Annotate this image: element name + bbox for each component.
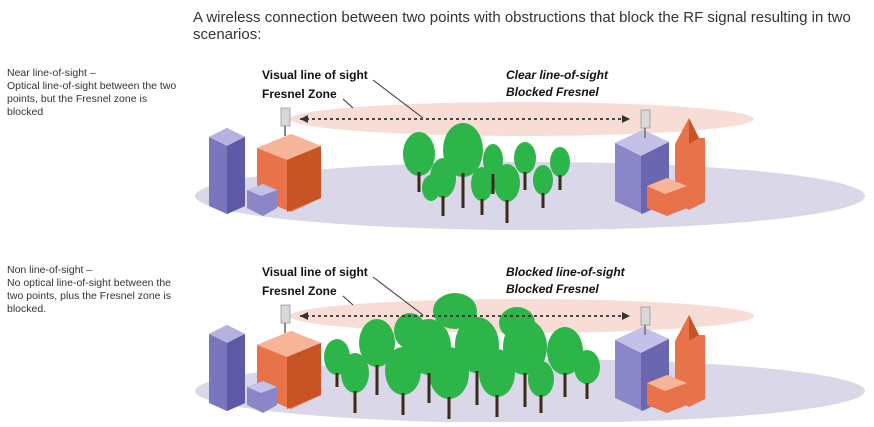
- left-antenna: [280, 304, 291, 324]
- nlos-scene: Visual line of sight Fresnel Zone Blocke…: [195, 255, 865, 427]
- fresnel-zone-label: Fresnel Zone: [262, 284, 337, 298]
- visual-los-label: Visual line of sight: [262, 68, 368, 82]
- right-antenna: [640, 109, 651, 129]
- near-los-title: Near line-of-sight –: [7, 67, 96, 79]
- status-fresnel: Blocked Fresnel: [506, 85, 599, 99]
- near-los-description: Near line-of-sight – Optical line-of-sig…: [7, 67, 182, 119]
- left-antenna: [280, 107, 291, 127]
- right-buildings: [615, 306, 705, 413]
- near-los-text: Optical line-of-sight between the two po…: [7, 80, 177, 118]
- right-buildings: [615, 109, 705, 216]
- tree-cluster: [403, 123, 570, 202]
- page-title: A wireless connection between two points…: [193, 9, 851, 43]
- left-buildings: [209, 304, 321, 413]
- tree-trunks: [335, 365, 589, 419]
- status-fresnel: Blocked Fresnel: [506, 282, 599, 296]
- tree-trunks: [417, 172, 562, 223]
- near-los-illustration: [195, 79, 865, 230]
- fresnel-zone-label: Fresnel Zone: [262, 87, 337, 101]
- nlos-title: Non line-of-sight –: [7, 264, 93, 276]
- near-los-scene: Visual line of sight Fresnel Zone Clear …: [195, 58, 865, 230]
- nlos-description: Non line-of-sight – No optical line-of-s…: [7, 264, 182, 316]
- nlos-illustration: [195, 276, 865, 422]
- right-antenna: [640, 306, 651, 326]
- status-los: Blocked line-of-sight: [506, 265, 625, 279]
- nlos-text: No optical line-of-sight between the two…: [7, 277, 172, 315]
- status-los: Clear line-of-sight: [506, 68, 609, 82]
- visual-los-label: Visual line of sight: [262, 265, 368, 279]
- dense-forest: [324, 293, 600, 399]
- left-buildings: [209, 107, 321, 216]
